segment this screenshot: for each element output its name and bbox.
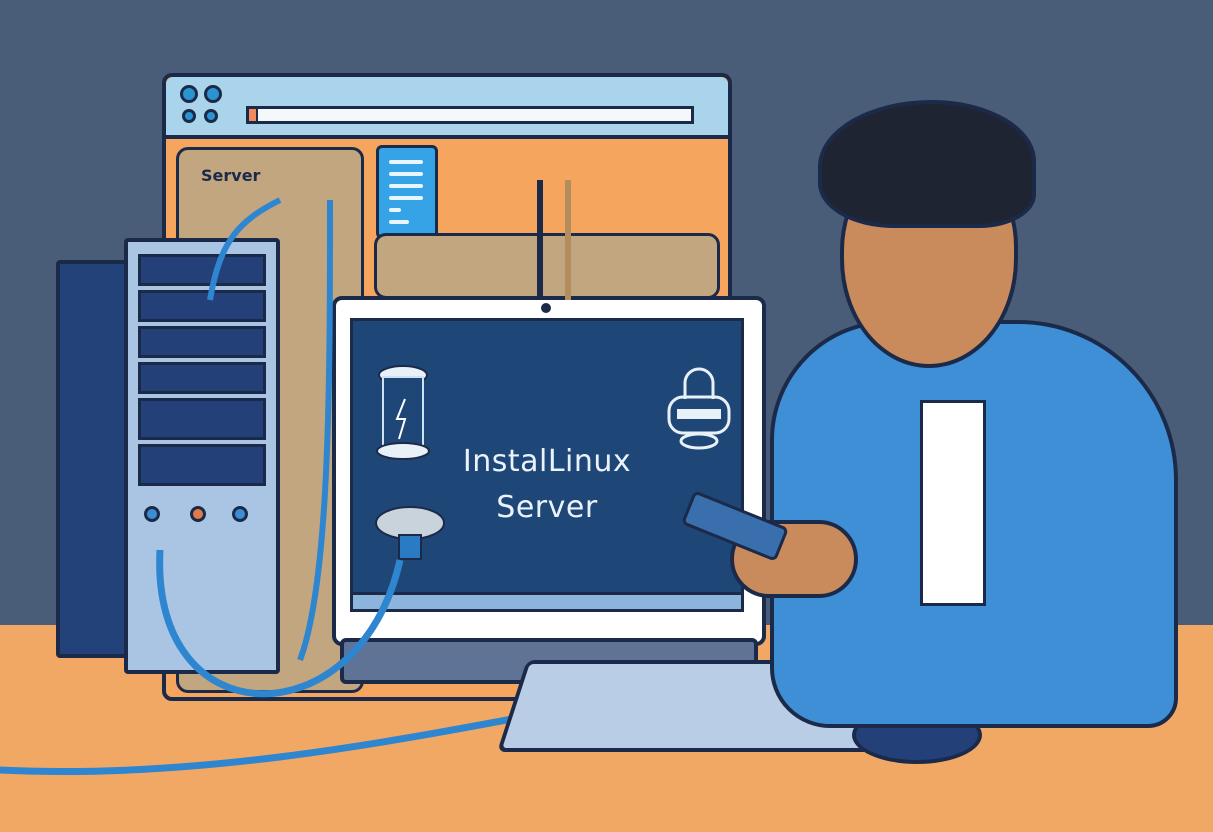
nav-dot[interactable] bbox=[182, 109, 196, 123]
server-label: Server bbox=[201, 166, 261, 185]
usb-drive-icon bbox=[375, 506, 445, 560]
title-line-1: InstalLinux bbox=[462, 444, 632, 479]
padlock-database-icon bbox=[667, 367, 731, 450]
webcam-icon bbox=[541, 303, 551, 313]
status-led-icon bbox=[190, 506, 206, 522]
window-control-dot[interactable] bbox=[180, 85, 198, 103]
address-bar[interactable] bbox=[246, 106, 694, 124]
screen-taskbar bbox=[353, 592, 741, 609]
monitor: InstalLinux Server bbox=[332, 296, 766, 646]
monitor-screen: InstalLinux Server bbox=[350, 318, 744, 612]
network-cables bbox=[0, 180, 571, 776]
browser-toolbar bbox=[166, 77, 728, 139]
window-control-dot[interactable] bbox=[204, 85, 222, 103]
person-hair bbox=[818, 100, 1036, 228]
content-panel bbox=[374, 233, 720, 299]
address-cursor bbox=[249, 109, 258, 121]
server-tower bbox=[56, 238, 280, 674]
person-tshirt bbox=[920, 400, 986, 606]
title-line-2: Server bbox=[496, 490, 598, 525]
tower-side bbox=[56, 260, 136, 658]
document-icon bbox=[376, 145, 438, 239]
power-cylinder-icon bbox=[376, 365, 430, 460]
activity-led-icon bbox=[232, 506, 248, 522]
power-led-icon bbox=[144, 506, 160, 522]
install-title: InstalLinux Server bbox=[353, 439, 741, 531]
tower-front bbox=[124, 238, 280, 674]
nav-dot[interactable] bbox=[204, 109, 218, 123]
